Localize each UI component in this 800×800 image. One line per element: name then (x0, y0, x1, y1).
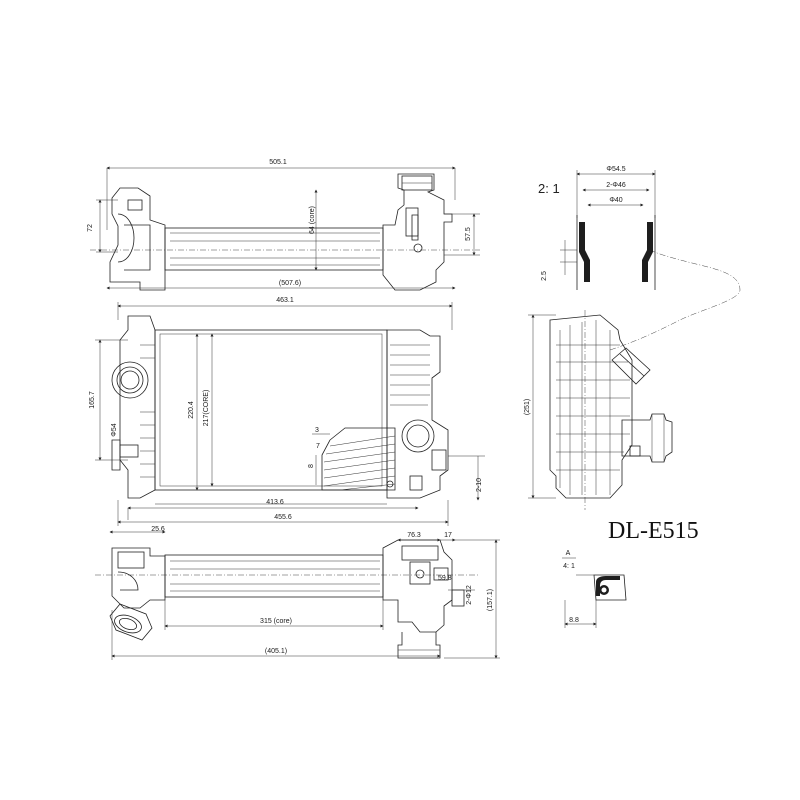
dim-front-inner: 413.6 (266, 499, 284, 506)
dim-front-inlet: Φ54 (111, 423, 118, 436)
dim-front-left-height: 165.7 (89, 391, 96, 409)
dim-top-bottom: (507.6) (279, 280, 301, 287)
dim-front-d3: 3 (315, 427, 319, 434)
dim-front-d8: 8 (308, 464, 315, 468)
dim-section-a-width: 8.8 (569, 617, 579, 624)
front-right-ribs (390, 344, 430, 406)
dim-bottom-right-small: 17 (444, 532, 452, 539)
front-hatch-section (321, 427, 396, 491)
section-a-detail: A 4: 1 8.8 (562, 550, 627, 628)
bottom-view: 25.6 76.3 17 59.8 (95, 526, 500, 660)
dim-front-top: 463.1 (276, 297, 294, 304)
part-number: DL-E515 (608, 518, 699, 544)
clamp-icon (109, 603, 153, 641)
top-core-fins (170, 232, 380, 266)
section-a-ratio: 4: 1 (563, 563, 575, 570)
dim-top-right-height: 57.5 (465, 227, 472, 241)
dim-front-right: 2-10 (476, 478, 483, 492)
section-a-letter: A (566, 550, 571, 557)
dim-top-core: 64 (core) (309, 206, 316, 234)
dim-bottom-left: 25.6 (151, 526, 165, 533)
dim-front-overall: 455.6 (274, 514, 292, 521)
dim-front-height: 220.4 (188, 401, 195, 419)
side-view: (251) (524, 249, 741, 510)
front-left-ribs (140, 344, 155, 478)
dim-detail-lip: 2.5 (541, 271, 548, 281)
dim-bottom-bolt: 2-Φ12 (466, 585, 473, 605)
dim-top-left-height: 72 (87, 224, 94, 232)
dim-detail-inner: Φ40 (609, 197, 622, 204)
side-grid (556, 320, 630, 495)
dim-detail-outer: Φ54.5 (606, 166, 625, 173)
dim-detail-mid: 2-Φ46 (606, 182, 626, 189)
dim-side-height: (251) (524, 399, 531, 415)
dim-top-overall: 505.1 (269, 159, 287, 166)
dim-bottom-d59: 59.8 (438, 575, 452, 582)
dim-bottom-height: (157.1) (487, 589, 494, 611)
dim-front-core-height: 217(CORE) (203, 390, 210, 427)
detail-view-top: 2: 1 Φ54.5 2-Φ46 Φ40 2.5 (538, 166, 656, 290)
dim-front-d7: 7 (316, 443, 320, 450)
bottom-core-fins (170, 560, 380, 592)
detail-scale-label: 2: 1 (538, 181, 560, 196)
dim-bottom-overall: (405.1) (265, 648, 287, 655)
front-view: 463.1 165.7 Φ54 (89, 297, 485, 526)
pipe-outlet-icon (111, 361, 149, 399)
dim-bottom-right-top: 76.3 (407, 532, 421, 539)
dim-bottom-core: 315 (core) (260, 618, 292, 625)
top-view: 505.1 64 (core) 72 57.5 (87, 159, 480, 291)
